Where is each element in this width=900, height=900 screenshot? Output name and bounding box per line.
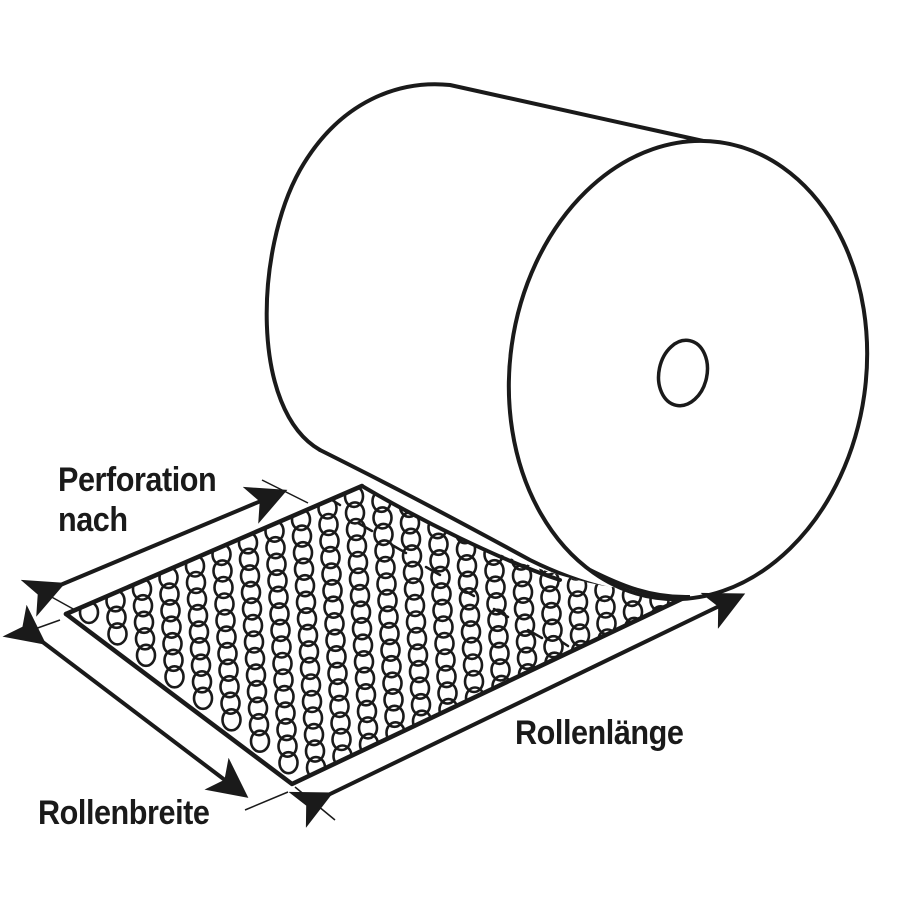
perforation-label-line2: nach: [58, 501, 128, 539]
bubble: [398, 463, 416, 484]
bubble: [481, 509, 502, 533]
roll-length-dimension: [288, 592, 746, 828]
bubble: [248, 712, 270, 737]
bubble: [319, 529, 340, 553]
perforation-label: Perforation nach: [58, 460, 217, 540]
bubble: [318, 512, 339, 537]
bubble: [479, 444, 497, 465]
bubble: [424, 486, 445, 490]
bubble: [537, 535, 558, 560]
bubble: [249, 729, 271, 754]
bubble: [372, 506, 393, 530]
bubble: [375, 555, 396, 580]
roll-length-arrow: [288, 592, 746, 828]
bubble: [451, 440, 469, 461]
perforation-label-line1: Perforation: [58, 461, 217, 499]
bubble: [247, 696, 269, 721]
roll-length-label: Rollenlänge: [515, 714, 684, 752]
bubble: [428, 532, 449, 557]
bubble: [452, 456, 470, 477]
roll-front-face: [506, 138, 870, 602]
bubble: [429, 548, 450, 573]
bubble: [508, 514, 530, 538]
bubble: [480, 461, 498, 482]
bubble: [321, 562, 342, 586]
bubble: [343, 486, 365, 509]
bubble: [452, 487, 474, 512]
bubble: [478, 428, 496, 449]
roll-core-hole: [656, 338, 710, 408]
bubble: [506, 486, 528, 505]
roll-width-dimension: [2, 604, 289, 811]
bubble: [507, 497, 529, 522]
bubble: [373, 522, 394, 547]
bubble: [292, 540, 314, 565]
bubble: [346, 534, 368, 558]
bubble: [400, 527, 422, 552]
bubble: [345, 517, 367, 542]
bubble: [348, 567, 370, 591]
roll-width-arrow: [2, 604, 249, 798]
bubble: [430, 565, 451, 590]
bubble: [402, 560, 424, 585]
bubble: [480, 492, 501, 517]
bubble: [456, 553, 478, 578]
bubble: [479, 486, 500, 500]
bubble: [374, 539, 395, 563]
perforation-arrow: [20, 486, 288, 617]
roll-width-label: Rollenbreite: [38, 794, 210, 832]
bubble: [425, 451, 443, 472]
bubble: [347, 550, 369, 575]
bubble: [484, 558, 505, 583]
bubble: [293, 557, 315, 582]
bubble: [344, 501, 366, 525]
bubble: [425, 486, 446, 507]
bubble: [291, 524, 313, 548]
bubble: [451, 486, 473, 495]
bubble: [401, 544, 423, 568]
bubble: [320, 545, 341, 570]
